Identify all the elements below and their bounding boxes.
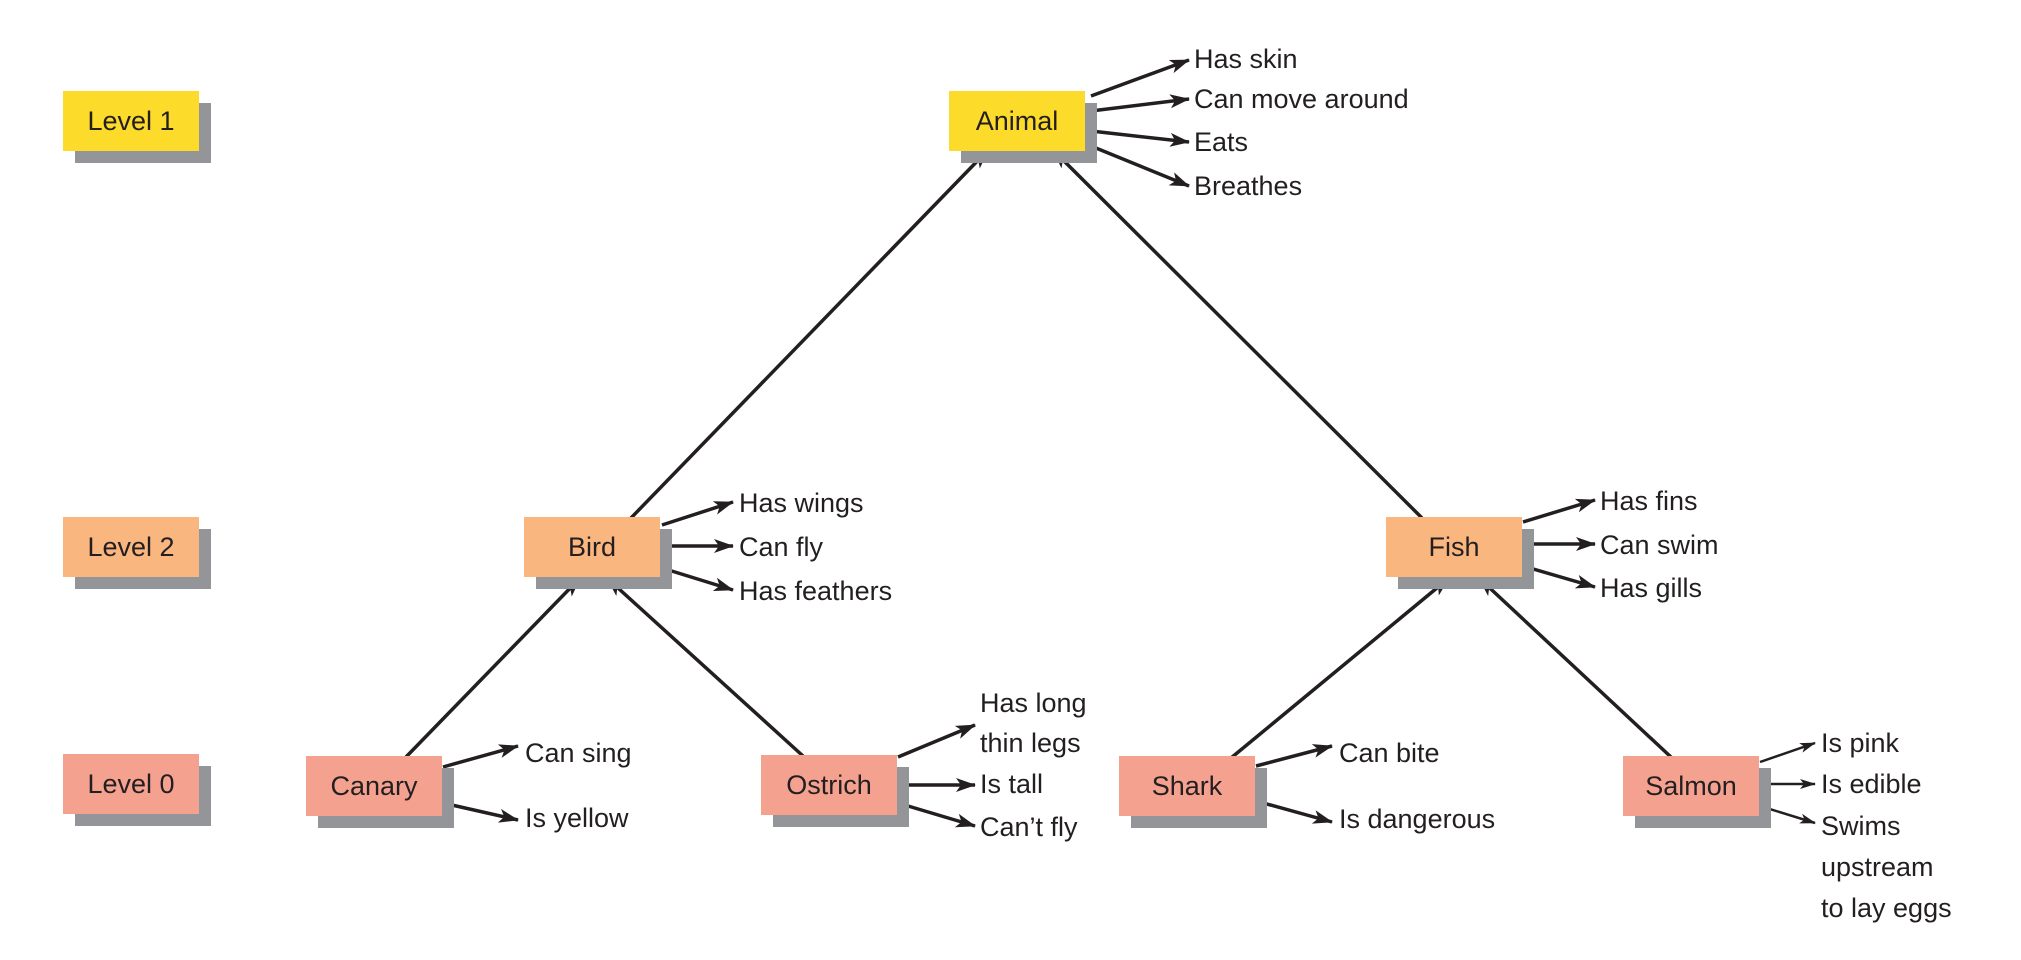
property-salmon-swims-line1: Swims xyxy=(1821,811,1901,841)
property-shark-is-dangerous: Is dangerous xyxy=(1339,804,1496,834)
property-arrow-ostrich-0 xyxy=(897,723,976,759)
property-ostrich-is-tall: Is tall xyxy=(980,769,1044,799)
property-arrow-salmon-0 xyxy=(1759,741,1816,764)
property-ostrich-cant-fly: Can’t fly xyxy=(980,812,1078,842)
property-fish-can-swim: Can swim xyxy=(1600,530,1719,560)
property-ostrich-long-legs-line2: thin legs xyxy=(980,728,1081,758)
property-arrow-animal-0 xyxy=(1090,58,1190,98)
property-arrow-fish-0 xyxy=(1522,498,1596,524)
node-ostrich: Ostrich xyxy=(761,755,909,827)
edge-fish-to-animal xyxy=(1051,148,1424,520)
property-animal-eats: Eats xyxy=(1194,127,1249,157)
property-fish-has-fins: Has fins xyxy=(1600,486,1698,516)
property-arrow-bird-0 xyxy=(661,500,734,527)
property-salmon-is-edible: Is edible xyxy=(1821,769,1922,799)
level-2-label: Level 2 xyxy=(63,517,199,577)
property-arrow-canary-0 xyxy=(442,744,519,769)
node-salmon-label: Salmon xyxy=(1623,756,1759,816)
node-shark: Shark xyxy=(1119,756,1267,828)
property-bird-has-wings: Has wings xyxy=(739,488,864,518)
property-animal-can-move-around: Can move around xyxy=(1194,84,1409,114)
property-arrow-canary-1 xyxy=(442,801,519,823)
level-2-legend: Level 2 xyxy=(63,517,211,589)
property-arrows xyxy=(442,58,1816,828)
edge-canary-to-bird xyxy=(404,576,582,759)
hierarchy-edges xyxy=(404,148,1674,760)
node-fish-label: Fish xyxy=(1386,517,1522,577)
node-shark-label: Shark xyxy=(1119,756,1255,816)
property-arrow-animal-1 xyxy=(1090,94,1190,113)
level-1-label: Level 1 xyxy=(63,91,199,151)
edge-shark-to-fish xyxy=(1229,576,1451,760)
property-canary-can-sing: Can sing xyxy=(525,738,632,768)
property-ostrich-long-legs-line1: Has long xyxy=(980,688,1087,718)
node-ostrich-label: Ostrich xyxy=(761,755,897,815)
edge-salmon-to-fish xyxy=(1477,576,1674,760)
property-arrow-fish-2 xyxy=(1522,564,1596,589)
property-salmon-swims-line2: upstream xyxy=(1821,852,1934,882)
node-salmon: Salmon xyxy=(1623,756,1771,828)
property-arrow-animal-3 xyxy=(1090,144,1190,188)
property-arrow-shark-0 xyxy=(1255,744,1333,768)
node-canary: Canary xyxy=(306,756,454,828)
property-fish-has-gills: Has gills xyxy=(1600,573,1703,603)
level-0-label: Level 0 xyxy=(63,754,199,814)
level-0-legend: Level 0 xyxy=(63,754,211,826)
node-canary-label: Canary xyxy=(306,756,442,816)
property-arrow-ostrich-2 xyxy=(897,801,976,828)
level-1-legend: Level 1 xyxy=(63,91,211,163)
node-fish: Fish xyxy=(1386,517,1534,589)
property-salmon-swims-line3: to lay eggs xyxy=(1821,893,1952,923)
property-bird-has-feathers: Has feathers xyxy=(739,576,893,606)
property-animal-has-skin: Has skin xyxy=(1194,44,1298,74)
node-bird: Bird xyxy=(524,517,672,589)
property-salmon-is-pink: Is pink xyxy=(1821,728,1900,758)
node-animal: Animal xyxy=(949,91,1097,163)
node-animal-label: Animal xyxy=(949,91,1085,151)
node-bird-label: Bird xyxy=(524,517,660,577)
edge-ostrich-to-bird xyxy=(605,576,805,758)
property-arrow-shark-1 xyxy=(1255,799,1333,824)
property-arrow-bird-2 xyxy=(661,566,734,592)
property-shark-can-bite: Can bite xyxy=(1339,738,1440,768)
property-animal-breathes: Breathes xyxy=(1194,171,1303,201)
property-arrow-animal-2 xyxy=(1090,129,1190,147)
edge-bird-to-animal xyxy=(629,148,990,520)
property-bird-can-fly: Can fly xyxy=(739,532,824,562)
property-canary-is-yellow: Is yellow xyxy=(525,803,629,833)
